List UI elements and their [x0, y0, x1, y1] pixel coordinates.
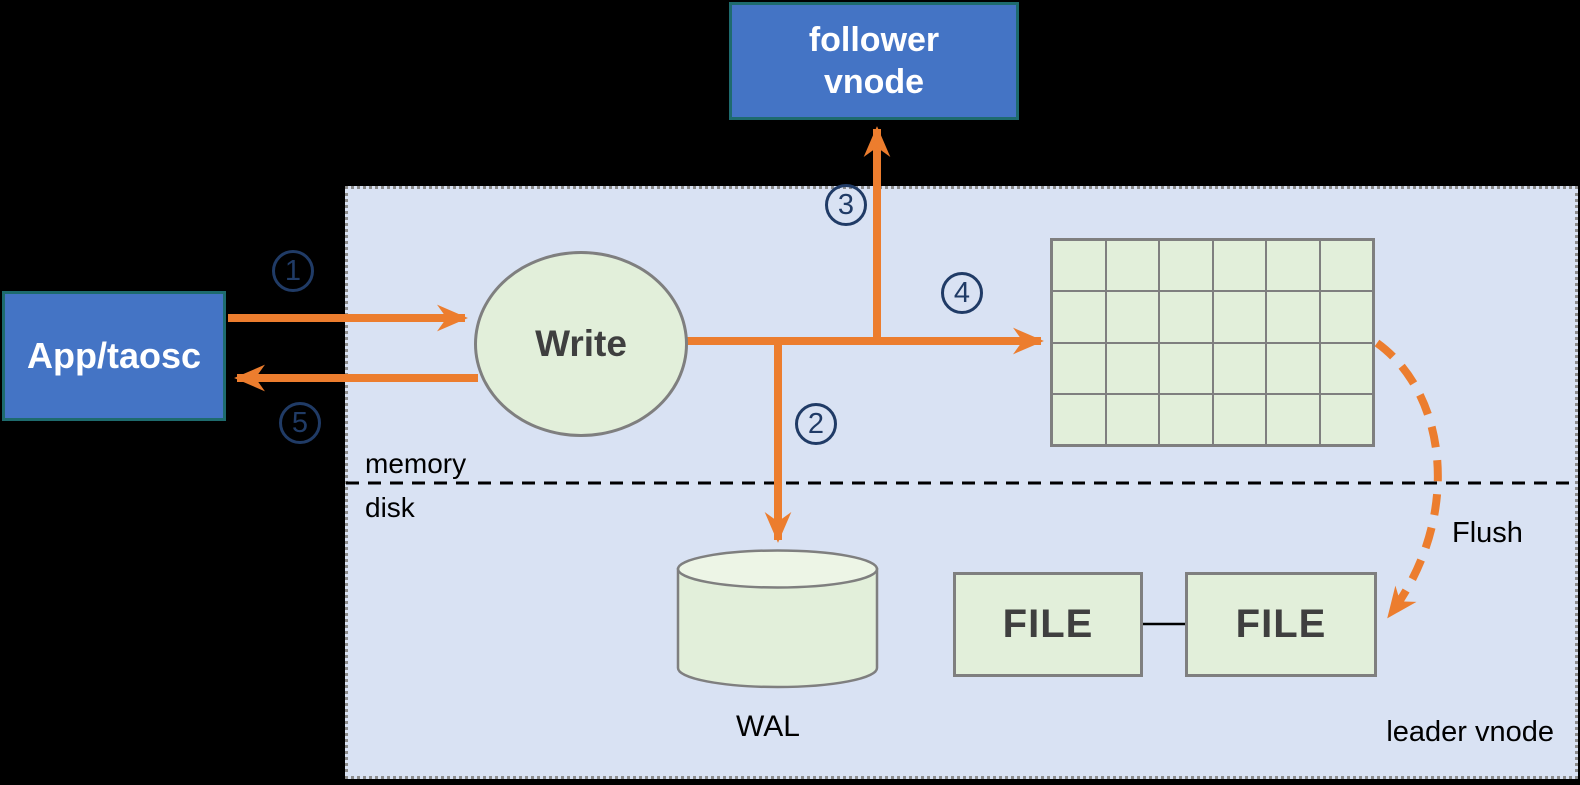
memtable-cell [1320, 241, 1372, 291]
leader-vnode-label: leader vnode [1386, 716, 1554, 748]
memtable-cell [1106, 292, 1158, 342]
memtable-cell [1160, 292, 1212, 342]
memtable-cell [1213, 241, 1265, 291]
memtable-cell [1320, 343, 1372, 393]
memtable-cell [1106, 343, 1158, 393]
follower-vnode-node: follower vnode [729, 2, 1019, 120]
memtable-cell [1053, 343, 1105, 393]
file-right-label: FILE [1235, 602, 1327, 646]
memtable-cell [1213, 394, 1265, 444]
memtable-cell [1320, 292, 1372, 342]
memtable-cell [1320, 394, 1372, 444]
app-taosc-node: App/taosc [2, 291, 226, 421]
memtable-cell [1053, 394, 1105, 444]
memtable-cell [1213, 343, 1265, 393]
memtable-cell [1106, 241, 1158, 291]
memtable-cell [1106, 394, 1158, 444]
memtable-cell [1267, 241, 1319, 291]
memtable-cell [1267, 394, 1319, 444]
file-node-right: FILE [1185, 572, 1377, 677]
memtable-cell [1213, 292, 1265, 342]
step-badge-3: 3 [825, 184, 867, 226]
follower-vnode-label-line1: follower [808, 20, 940, 59]
memtable-cell [1053, 292, 1105, 342]
write-node: Write [474, 251, 688, 437]
memtable-grid [1050, 238, 1375, 447]
step-badge-5: 5 [279, 402, 321, 444]
wal-label: WAL [736, 710, 800, 743]
file-left-label: FILE [1002, 602, 1094, 646]
follower-vnode-label-line2: vnode [823, 63, 925, 101]
file-node-left: FILE [953, 572, 1143, 677]
memtable-cell [1160, 394, 1212, 444]
memtable-cell [1267, 292, 1319, 342]
step-badge-2: 2 [795, 403, 837, 445]
write-label: Write [535, 323, 627, 364]
app-taosc-label: App/taosc [26, 335, 202, 376]
memory-label: memory [365, 448, 467, 479]
disk-label: disk [365, 492, 415, 523]
step-badge-1: 1 [272, 250, 314, 292]
flush-label: Flush [1452, 517, 1523, 549]
memtable-cell [1160, 241, 1212, 291]
step-badge-4: 4 [941, 272, 983, 314]
memtable-cell [1160, 343, 1212, 393]
memtable-cell [1267, 343, 1319, 393]
memtable-cell [1053, 241, 1105, 291]
